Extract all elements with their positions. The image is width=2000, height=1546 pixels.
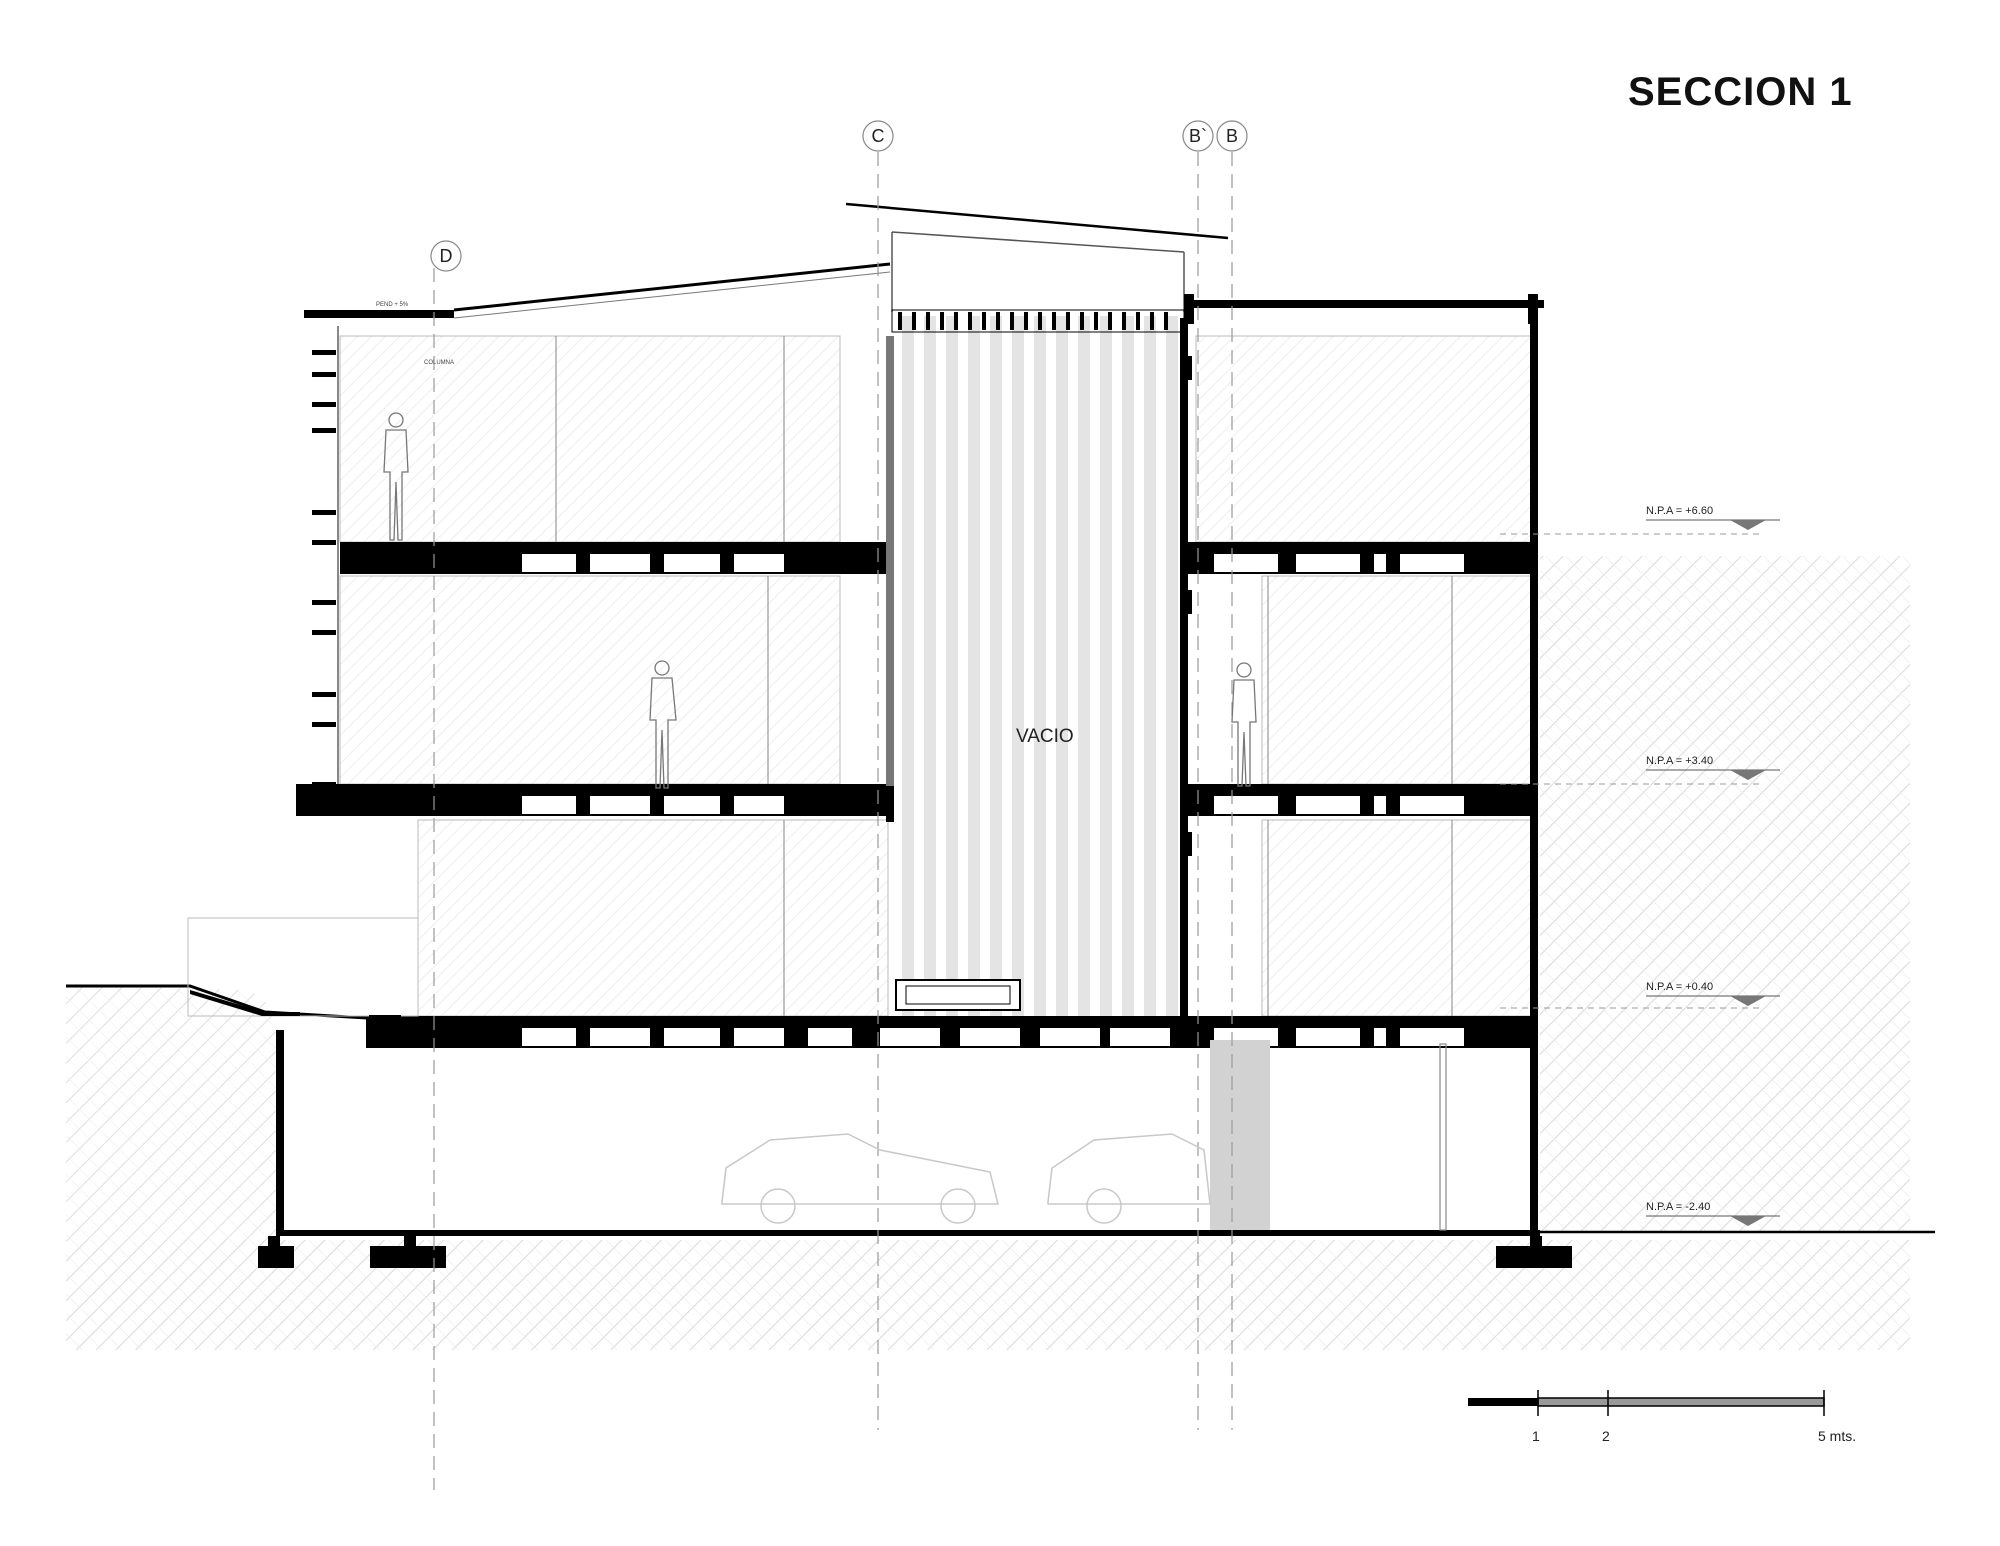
glass-walls [339, 335, 1533, 1017]
axis-lines [433, 152, 1233, 1490]
entry-ramp [187, 917, 419, 1031]
scale-tick-1: 1 [1532, 1428, 1540, 1444]
scale-tick-5: 5 mts. [1818, 1428, 1857, 1444]
bench [895, 979, 1021, 1011]
void-label: VACIO [1016, 726, 1074, 747]
level-label-240: N.P.A = -2.40 [1646, 1201, 1711, 1213]
parked-cars [721, 1133, 1211, 1224]
level-label-040: N.P.A = +0.40 [1646, 981, 1714, 993]
slab-voids [522, 554, 1464, 1046]
shaft [1210, 1040, 1270, 1230]
glass-mullions [555, 336, 1453, 1016]
level-label-660: N.P.A = +6.60 [1646, 505, 1714, 517]
human-figures [383, 412, 1257, 789]
axis-label-b: B [1225, 126, 1238, 146]
axis-bubbles [430, 120, 1248, 272]
roofs [304, 202, 1544, 333]
scale-tick-2: 2 [1602, 1428, 1610, 1444]
axis-label-c: C [871, 126, 885, 146]
axis-label-d: D [439, 246, 453, 266]
void-stripes [892, 316, 1184, 1020]
roof-slope-note: PEND + 5% [376, 302, 409, 308]
level-markers [1500, 519, 1780, 1226]
level-label-340: N.P.A = +3.40 [1646, 755, 1714, 767]
facade-louvres [312, 350, 336, 787]
axis-label-b-prime: B` [1189, 126, 1207, 146]
column-note: COLUMNA [424, 360, 455, 366]
scale-bar [1468, 1390, 1825, 1416]
drawing-title: SECCION 1 [1628, 70, 1853, 114]
ground-hatch [66, 556, 1935, 1350]
roof-clerestory-ticks [898, 312, 1168, 330]
